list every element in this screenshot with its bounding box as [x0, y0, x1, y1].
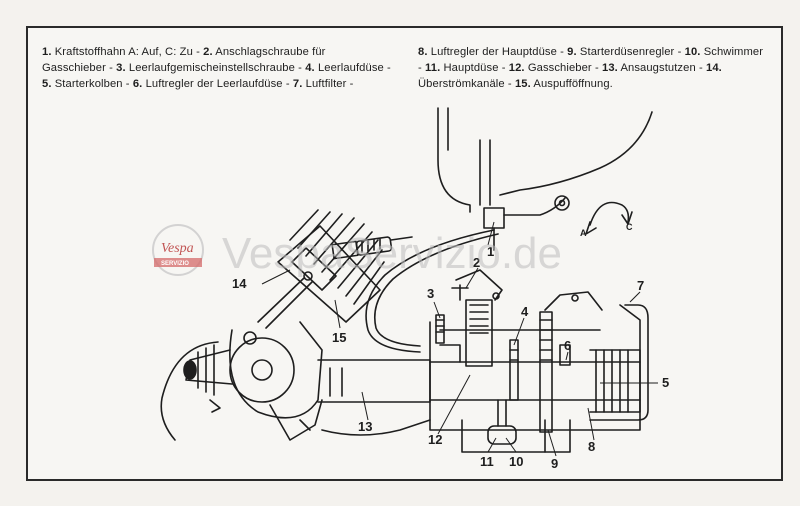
idle-mixture-screw [435, 314, 445, 344]
direction-c-label: C [626, 222, 633, 232]
legend-item-7: 7. Luftfilter [292, 78, 347, 90]
legend-item-8: 8. Luftregler der Hauptdüse [418, 46, 557, 58]
callout-2: 2 [473, 255, 480, 270]
legend-item-14: 14. Überströmkanäle [418, 62, 722, 90]
callout-8: 8 [588, 439, 595, 454]
leader-lines [261, 221, 658, 457]
starter-plunger [539, 291, 603, 433]
logo-script-text: Vespa [161, 241, 194, 256]
valve-direction-arrow [585, 201, 633, 235]
servizio-logo: Vespa SERVIZIO [152, 224, 204, 276]
callout-6: 6 [564, 338, 571, 353]
legend-item-9: 9. Starterdüsenregler [567, 46, 675, 58]
spark-plug [331, 236, 413, 260]
legend-column-2: 8. Luftregler der Hauptdüse - 9. Starter… [418, 46, 764, 90]
throttle-slide [451, 269, 503, 367]
intake-manifold [317, 359, 431, 436]
direction-a-label: A [580, 228, 587, 238]
callout-13: 13 [358, 419, 372, 434]
callout-10: 10 [509, 454, 523, 469]
callout-12: 12 [428, 432, 442, 447]
legend-item-3: 3. Leerlaufgemischeinstellschraube [116, 62, 295, 74]
legend-item-10: 10. Schwimmer [684, 46, 764, 58]
callout-1: 1 [487, 244, 494, 259]
callout-7: 7 [637, 278, 644, 293]
callout-11: 11 [480, 454, 494, 469]
callout-15: 15 [332, 330, 346, 345]
legend-item-2: 2. Anschlagschraube für Gasschieber [42, 46, 326, 74]
piston-and-rod [257, 247, 337, 329]
crankcase [160, 321, 323, 441]
legend-item-13: 13. Ansaugstutzen [602, 62, 696, 74]
fuel-line [365, 229, 499, 353]
fuel-tank-outline [437, 107, 653, 213]
callout-4: 4 [521, 304, 529, 319]
callout-labels: 1 2 3 4 5 6 7 8 9 10 11 12 13 14 15 A C [232, 222, 669, 471]
legend-item-11: 11. Hauptdüse [425, 62, 499, 74]
legend-item-4: 4. Leerlaufdüse [305, 62, 384, 74]
diagram-frame: 1. Kraftstoffhahn A: Auf, C: Zu - 2. Ans… [26, 26, 783, 481]
callout-3: 3 [427, 286, 434, 301]
watermark-text: VespaServizio.de [222, 229, 562, 278]
air-filter [589, 304, 649, 421]
legend-item-1: 1. Kraftstoffhahn A: Auf, C: Zu [42, 46, 193, 58]
legend-item-6: 6. Luftregler der Leerlaufdüse [132, 78, 283, 90]
logo-band-text: SERVIZIO [161, 261, 189, 267]
idle-jet [509, 339, 519, 401]
callout-14: 14 [232, 276, 247, 291]
legend-item-15: 15. Auspufföffnung [514, 78, 610, 90]
legend-column-1: 1. Kraftstoffhahn A: Auf, C: Zu - 2. Ans… [42, 46, 391, 90]
legend-item-12: 12. Gasschieber [508, 62, 592, 74]
float-chamber [461, 399, 571, 453]
callout-5: 5 [662, 375, 669, 390]
fuel-tap [483, 195, 570, 251]
callout-9: 9 [551, 456, 558, 471]
legend-item-5: 5. Starterkolben [42, 78, 123, 90]
